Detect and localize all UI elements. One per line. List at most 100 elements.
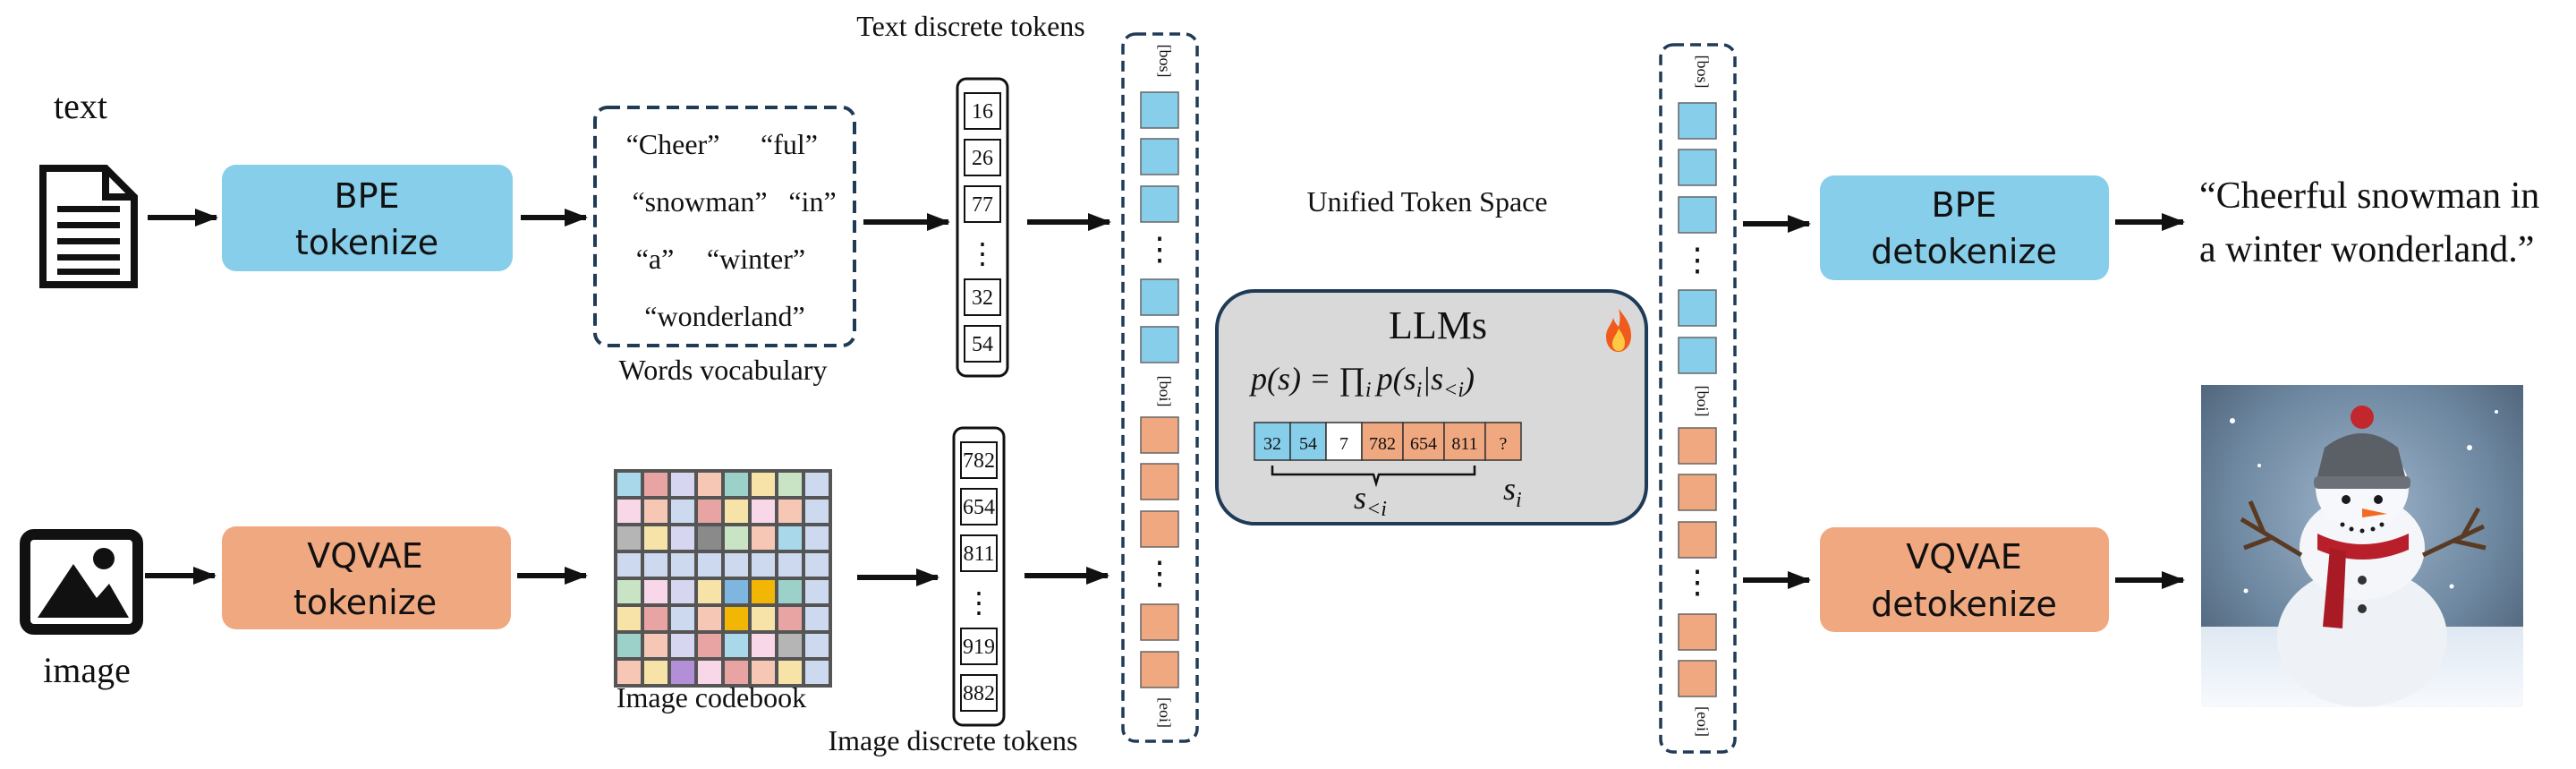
bpe-tokenize-line1: BPE bbox=[335, 176, 400, 216]
document-icon bbox=[39, 165, 138, 288]
llm-token-value: 54 bbox=[1299, 434, 1317, 454]
vocab-word: “a” bbox=[636, 243, 675, 275]
llm-token-cell bbox=[1289, 422, 1327, 461]
next-token-index: i bbox=[1516, 489, 1522, 512]
bpe-tokenize-box: BPE tokenize bbox=[222, 165, 513, 271]
image-codebook-label: Image codebook bbox=[616, 681, 806, 713]
codebook-entry bbox=[698, 661, 721, 684]
codebook-entry bbox=[752, 607, 775, 630]
codebook-entry bbox=[805, 607, 829, 630]
ellipsis: ⋮ bbox=[1681, 564, 1713, 600]
codebook-entry bbox=[725, 473, 748, 496]
vocab-word: “snowman” bbox=[632, 185, 767, 218]
codebook-entry bbox=[725, 553, 748, 577]
bos-token: [bos] bbox=[1156, 45, 1174, 78]
codebook-entry bbox=[617, 553, 641, 577]
llm-token-value: 7 bbox=[1339, 434, 1348, 454]
codebook-entry bbox=[725, 634, 748, 657]
codebook-entry bbox=[617, 526, 641, 550]
codebook-entry bbox=[725, 607, 748, 630]
codebook-entry bbox=[725, 661, 748, 684]
next-token-label: si bbox=[1503, 471, 1522, 512]
llm-token-cell bbox=[1484, 422, 1522, 461]
codebook-entry bbox=[752, 473, 775, 496]
llm-token-cell bbox=[1361, 422, 1404, 461]
sequence-token-block bbox=[1678, 289, 1717, 327]
formula-rhs: p(s bbox=[1374, 361, 1416, 397]
codebook-entry bbox=[752, 553, 775, 577]
sequence-token-block bbox=[1140, 651, 1179, 688]
sequence-token-block bbox=[1678, 613, 1717, 651]
token-id: 919 bbox=[963, 636, 995, 659]
vqvae-tokenize-line2: tokenize bbox=[293, 583, 437, 622]
codebook-entry bbox=[805, 500, 829, 523]
codebook-entry bbox=[671, 526, 694, 550]
codebook-entry bbox=[698, 526, 721, 550]
token-id: 654 bbox=[963, 496, 995, 519]
codebook-entry bbox=[671, 661, 694, 684]
token-cell bbox=[964, 278, 1001, 316]
vocab-word: “wonderland” bbox=[644, 300, 804, 332]
words-vocabulary-box: “Cheer” “ful” “snowman” “in” “a” “winter… bbox=[593, 106, 856, 347]
llm-token-value: ? bbox=[1500, 434, 1508, 454]
codebook-entry bbox=[617, 634, 641, 657]
context-brace bbox=[1271, 466, 1476, 488]
codebook-entry bbox=[698, 500, 721, 523]
codebook-entry bbox=[805, 473, 829, 496]
sequence-token-block bbox=[1140, 510, 1179, 548]
token-id: 26 bbox=[972, 147, 993, 170]
codebook-entry bbox=[698, 473, 721, 496]
sequence-token-block bbox=[1678, 337, 1717, 374]
context-index: <i bbox=[1366, 498, 1387, 521]
sequence-token-block bbox=[1140, 138, 1179, 175]
token-id: 54 bbox=[972, 333, 993, 356]
vocab-word: “winter” bbox=[707, 243, 805, 275]
text-input-label: text bbox=[54, 86, 107, 126]
output-text-line2: a winter wonderland.” bbox=[2199, 229, 2534, 270]
sequence-token-block bbox=[1140, 278, 1179, 316]
vocab-word: “Cheer” bbox=[626, 128, 720, 160]
codebook-entry bbox=[644, 580, 667, 603]
codebook-entry bbox=[644, 553, 667, 577]
vqvae-tokenize-line1: VQVAE bbox=[307, 536, 422, 576]
codebook-entry bbox=[778, 526, 802, 550]
sequence-token-block bbox=[1140, 603, 1179, 641]
llm-token-cell bbox=[1402, 422, 1445, 461]
codebook-entry bbox=[617, 607, 641, 630]
codebook-entry bbox=[644, 526, 667, 550]
codebook-entry bbox=[617, 473, 641, 496]
codebook-entry bbox=[778, 661, 802, 684]
bos-token: [bos] bbox=[1694, 56, 1712, 89]
token-id: 16 bbox=[972, 100, 993, 124]
sequence-token-block bbox=[1140, 91, 1179, 129]
codebook-entry bbox=[752, 661, 775, 684]
token-cell bbox=[960, 441, 998, 479]
formula-condition-index: <i bbox=[1443, 379, 1464, 402]
codebook-entry bbox=[752, 634, 775, 657]
llm-token-value: 654 bbox=[1410, 434, 1437, 454]
words-vocabulary-label: Words vocabulary bbox=[619, 354, 828, 386]
bpe-tokenize-line2: tokenize bbox=[295, 223, 438, 262]
input-seq-blocks bbox=[1140, 91, 1179, 688]
sequence-token-block bbox=[1678, 196, 1717, 234]
codebook-entry bbox=[671, 473, 694, 496]
vqvae-detokenize-line2: detokenize bbox=[1871, 585, 2057, 624]
codebook-entry bbox=[644, 607, 667, 630]
output-text-line1: “Cheerful snowman in bbox=[2199, 175, 2539, 217]
token-cell bbox=[960, 674, 998, 712]
image-input-label: image bbox=[43, 650, 131, 690]
codebook-entry bbox=[778, 607, 802, 630]
codebook-entry bbox=[671, 634, 694, 657]
output-token-sequence: [bos] [boi] [eoi] ⋮ ⋮ bbox=[1659, 43, 1737, 754]
eoi-token: [eoi] bbox=[1694, 706, 1712, 737]
text-discrete-tokens-label: Text discrete tokens bbox=[856, 10, 1084, 42]
ellipsis: ⋮ bbox=[1143, 555, 1176, 591]
snowman-picture bbox=[2201, 385, 2523, 707]
image-icon bbox=[20, 529, 143, 635]
codebook-entry bbox=[617, 661, 641, 684]
token-id: 32 bbox=[972, 286, 993, 310]
token-cell bbox=[960, 534, 998, 572]
